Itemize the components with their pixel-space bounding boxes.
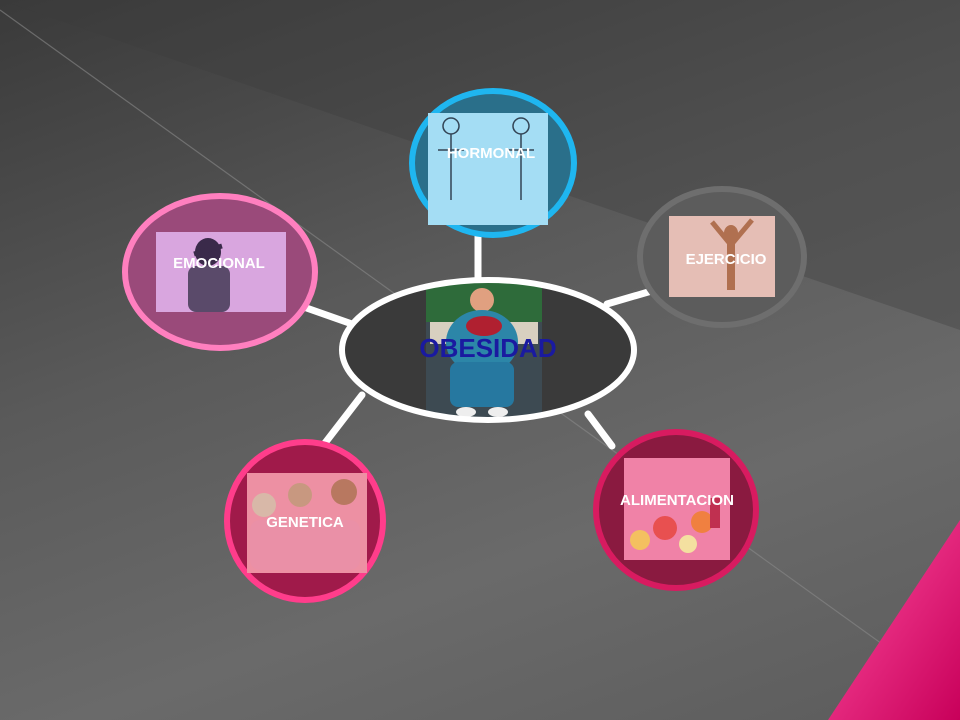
node-emocional[interactable]: EMOCIONAL bbox=[122, 193, 318, 351]
foods-containing-starch-photo-icon bbox=[624, 458, 730, 560]
family-photo-icon bbox=[247, 473, 367, 573]
node-emocional-label: EMOCIONAL bbox=[173, 255, 265, 272]
connector-ejercicio bbox=[603, 286, 659, 308]
center-node-label: OBESIDAD bbox=[419, 333, 556, 363]
node-ejercicio[interactable]: EJERCICIO bbox=[637, 186, 807, 328]
node-alimentacion[interactable]: ALIMENTACION bbox=[593, 429, 759, 591]
node-hormonal-label: HORMONAL bbox=[447, 145, 535, 162]
node-genetica-label: GENETICA bbox=[266, 514, 344, 531]
center-node[interactable]: OBESIDAD bbox=[339, 277, 637, 424]
obese-person-photo-icon bbox=[426, 282, 542, 420]
center-node-ring bbox=[339, 277, 637, 423]
stretching-person-photo-icon bbox=[669, 216, 775, 297]
node-ejercicio-label: EJERCICIO bbox=[686, 251, 767, 268]
endocrine-glands-anatomy-diagram-icon bbox=[428, 113, 548, 225]
node-genetica[interactable]: GENETICA bbox=[224, 439, 386, 603]
connector-alimentacion bbox=[584, 410, 616, 450]
pink-corner-triangle bbox=[828, 520, 960, 720]
node-alimentacion-label: ALIMENTACION bbox=[620, 492, 734, 509]
connector-genetica bbox=[321, 391, 366, 447]
node-hormonal[interactable]: HORMONAL bbox=[409, 88, 577, 238]
distressed-person-photo-icon bbox=[156, 232, 286, 312]
